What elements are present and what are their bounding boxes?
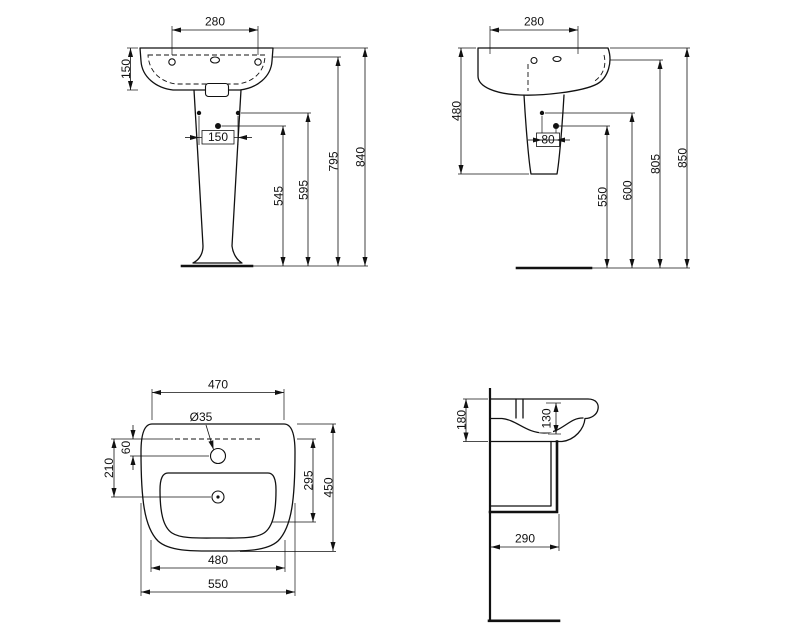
dim-label-840: 840: [354, 147, 368, 167]
basin-inner-dashed-line: [147, 54, 266, 85]
overflow-bracket: [204, 82, 230, 98]
deck-hole-left: [168, 58, 176, 66]
front-view-basin: [139, 47, 274, 91]
dim-label-plan-550: 550: [208, 577, 228, 591]
dim-label-60: 60: [119, 441, 133, 455]
dim-label-210: 210: [102, 458, 116, 478]
drain-dot: [215, 123, 221, 129]
section-view: 180 130 290: [455, 388, 599, 623]
deck-hole-side: [552, 55, 562, 63]
dim-label-side-280: 280: [524, 15, 544, 29]
dim-label-80: 80: [541, 133, 555, 147]
side-view-dimension-lines: [458, 26, 690, 269]
tap-hole-plan: [209, 447, 227, 465]
dim-label-front-150-spacing: 150: [208, 130, 228, 144]
front-view: 280 150 150 545 595 795 840: [119, 15, 368, 268]
fixing-dot-right: [235, 110, 241, 116]
tap-hole-side: [530, 56, 538, 65]
fixing-dot-left: [196, 110, 202, 116]
dim-label-600: 600: [621, 180, 635, 200]
dim-label-front-280: 280: [205, 15, 225, 29]
side-view: 280 480 80 550 600 805 850: [450, 15, 690, 270]
dim-label-480: 480: [450, 101, 464, 121]
dim-label-130: 130: [540, 408, 554, 428]
pedestal-outline: [192, 89, 243, 264]
section-view-shapes: [487, 388, 599, 623]
shroud-outer: [488, 440, 559, 514]
dim-label-130-group: 130: [539, 404, 554, 433]
overflow-center-dot: [216, 495, 220, 499]
dim-label-450: 450: [322, 477, 336, 497]
front-view-dimension-lines: [127, 26, 368, 267]
tap-hole-leader: [205, 424, 214, 450]
dim-label-front-150-height: 150: [119, 59, 133, 79]
shroud-inner: [489, 440, 552, 507]
basin-side-outline: [477, 47, 611, 96]
drain-dot-side: [553, 123, 559, 129]
dim-label-595: 595: [297, 180, 311, 200]
plan-outer-outline: [140, 423, 296, 552]
dim-label-290: 290: [515, 532, 535, 546]
dim-label-550: 550: [596, 187, 610, 207]
dim-label-plan-480: 480: [208, 553, 228, 567]
basin-side-dashed: [592, 54, 606, 83]
dim-label-470: 470: [208, 378, 228, 392]
dim-label-180: 180: [455, 410, 469, 430]
side-view-basin: [477, 47, 611, 96]
basin-outline: [139, 47, 274, 91]
dim-label-795: 795: [327, 151, 341, 171]
basin-section-bowl: [489, 417, 584, 434]
dim-label-545: 545: [272, 186, 286, 206]
plan-view-dimension-lines: [111, 389, 336, 596]
tap-hole: [209, 56, 221, 64]
plan-inner-bowl: [159, 472, 277, 539]
side-view-pedestal: [515, 94, 593, 270]
dim-box-front-150: [201, 130, 235, 145]
semi-pedestal-outline: [523, 94, 565, 175]
basin-section-outer: [489, 398, 599, 443]
fixing-dot-side: [539, 110, 545, 116]
plan-view-basin: [140, 423, 296, 552]
plan-view: 470 Ø35 60 210 295 450 480 550: [102, 378, 336, 596]
deck-hole-right: [254, 58, 262, 66]
front-view-pedestal: [180, 82, 254, 268]
dim-label-850: 850: [676, 148, 690, 168]
section-view-dimension-lines: [463, 398, 561, 551]
dim-label-805: 805: [649, 154, 663, 174]
dim-label-tap-diameter: Ø35: [190, 410, 213, 424]
dim-label-295: 295: [302, 470, 316, 490]
